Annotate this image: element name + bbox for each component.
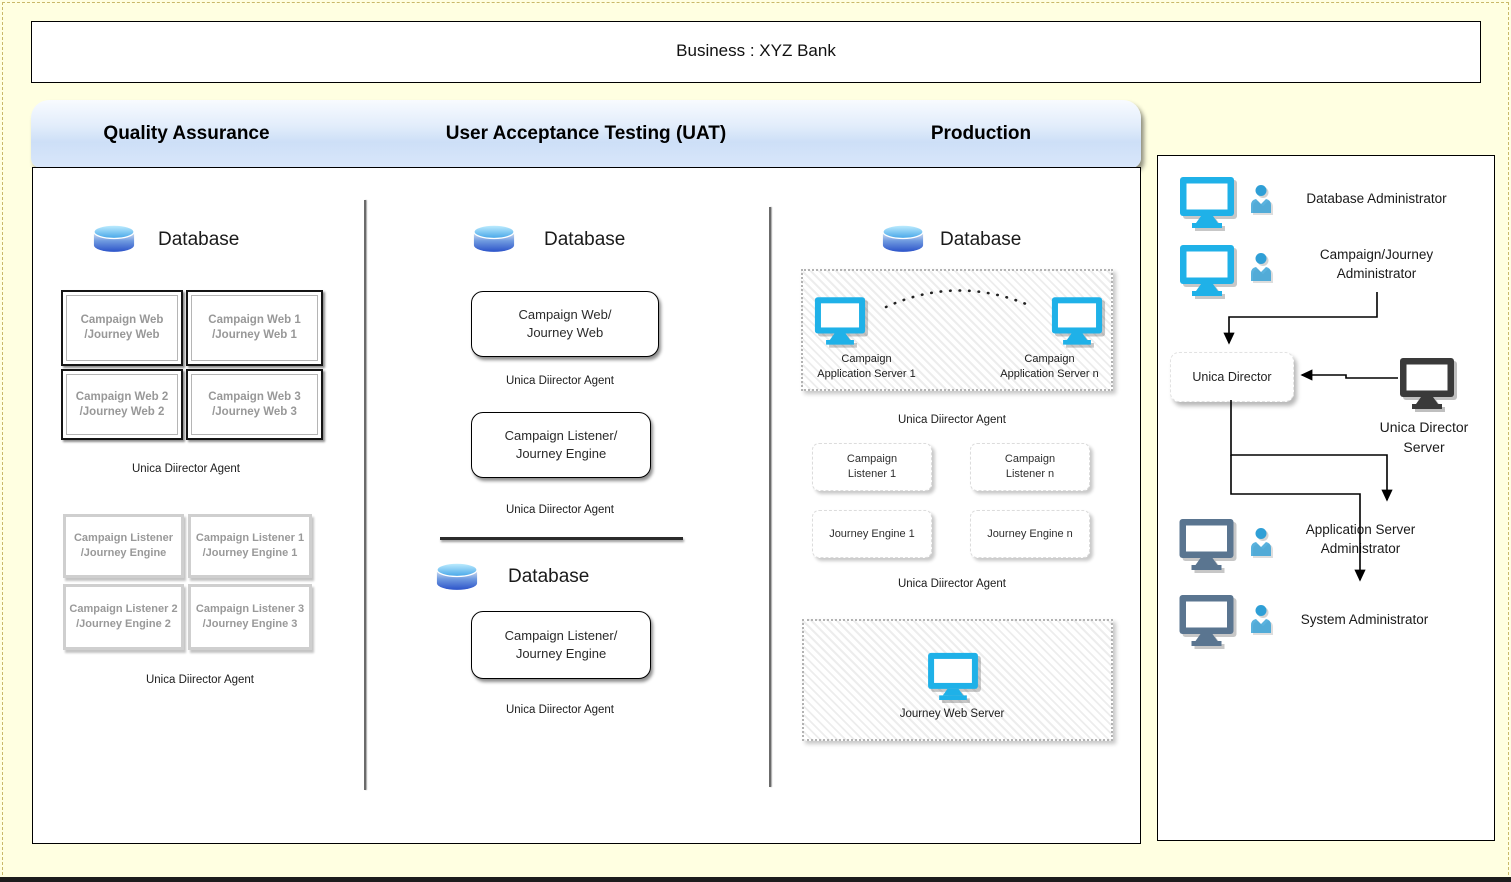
node-label: Campaign Listener 3 xyxy=(195,603,305,616)
uat-database-label: Database xyxy=(544,229,626,250)
node-label: Campaign Listener 1 xyxy=(195,532,305,545)
node-label: Campaign Web 2 xyxy=(75,390,169,403)
divider-uat-production xyxy=(769,207,771,787)
node-label: /Journey Engine 1 xyxy=(202,547,298,559)
node-label: Listener 1 xyxy=(847,468,897,480)
node-label: Campaign Web/ xyxy=(518,307,612,323)
node-campaign-web-journey-web[interactable]: Campaign Web /Journey Web xyxy=(61,290,183,366)
node-label: Unica Director xyxy=(1192,370,1272,384)
node-label: Campaign Listener/ xyxy=(504,628,618,644)
application-server-administrator-label: Application Server Administrator xyxy=(1278,521,1443,559)
person-icon xyxy=(1249,252,1273,282)
node-label: /Journey Web xyxy=(84,329,160,341)
node-label: /Journey Web 3 xyxy=(212,405,297,418)
monitor-icon xyxy=(927,652,979,700)
monitor-icon xyxy=(814,296,866,345)
tab-production[interactable]: Production xyxy=(930,123,1032,144)
node-label: Campaign Listener/ xyxy=(504,428,618,444)
node-journey-engine-1[interactable]: Journey Engine 1 xyxy=(812,510,932,558)
node-label: Campaign Listener xyxy=(73,532,174,545)
node-label: /Journey Engine xyxy=(80,547,167,559)
campaign-journey-administrator-label: Campaign/Journey Administrator xyxy=(1284,246,1469,284)
node-unica-director[interactable]: Unica Director xyxy=(1170,352,1294,402)
node-label: Campaign Web 1 xyxy=(208,314,301,327)
node-uat-campaign-web[interactable]: Campaign Web/ Journey Web xyxy=(471,291,659,357)
node-campaign-listener-1[interactable]: Campaign Listener 1 /Journey Engine 1 xyxy=(188,514,312,578)
node-label: Campaign Listener 2 xyxy=(69,603,178,616)
qa-agent-label-1: Unica Diirector Agent xyxy=(131,463,241,475)
node-campaign-listener-3[interactable]: Campaign Listener 3 /Journey Engine 3 xyxy=(188,584,312,650)
qa-agent-label-2: Unica Diirector Agent xyxy=(145,674,255,686)
monitor-icon xyxy=(1178,594,1235,646)
node-campaign-listener-n-prod[interactable]: Campaign Listener n xyxy=(970,443,1090,491)
qa-database-label: Database xyxy=(158,229,240,250)
node-campaign-listener-2[interactable]: Campaign Listener 2 /Journey Engine 2 xyxy=(63,584,184,650)
node-label: Application Server 1 xyxy=(817,367,916,380)
admin-label-line: Unica Director xyxy=(1379,419,1469,435)
admin-label-line: Campaign/Journey xyxy=(1319,247,1434,262)
unica-director-server-label: Unica Director Server xyxy=(1344,418,1504,457)
node-label: Journey Engine 1 xyxy=(829,527,915,540)
app-server-n-label: Campaign Application Server n xyxy=(977,352,1122,382)
monitor-icon xyxy=(1179,176,1235,228)
monitor-icon xyxy=(1179,244,1235,296)
node-label: /Journey Engine 3 xyxy=(202,618,298,630)
node-campaign-web-2[interactable]: Campaign Web 2 /Journey Web 2 xyxy=(61,369,183,440)
node-uat-campaign-listener-2[interactable]: Campaign Listener/ Journey Engine xyxy=(471,611,651,679)
node-label: Campaign xyxy=(1004,453,1056,466)
node-label: Listener n xyxy=(1005,468,1055,480)
database-administrator-label: Database Administrator xyxy=(1306,191,1447,206)
node-label: /Journey Engine 2 xyxy=(76,618,171,630)
uat-agent-label-3: Unica Diirector Agent xyxy=(505,704,615,716)
unica-director-server-monitor-icon xyxy=(1399,356,1455,410)
divider-qa-uat xyxy=(364,200,366,790)
environment-header-bar: Quality Assurance User Acceptance Testin… xyxy=(31,100,1141,168)
business-title: Business : XYZ Bank xyxy=(676,41,836,60)
node-campaign-web-1[interactable]: Campaign Web 1 /Journey Web 1 xyxy=(186,290,323,366)
person-icon xyxy=(1249,184,1273,214)
node-label: Journey Engine xyxy=(515,646,607,661)
node-label: Journey Web xyxy=(526,325,604,340)
node-label: /Journey Web 1 xyxy=(212,329,297,341)
monitor-icon xyxy=(1178,518,1235,570)
node-label: Campaign Web xyxy=(80,314,164,327)
uat-database-label-2: Database xyxy=(508,566,590,587)
node-journey-engine-n[interactable]: Journey Engine n xyxy=(970,510,1090,558)
admin-label-line: Administrator xyxy=(1336,265,1417,281)
node-label: Journey Engine xyxy=(515,446,607,461)
node-campaign-listener-1-prod[interactable]: Campaign Listener 1 xyxy=(812,443,932,491)
admin-label-line: Administrator xyxy=(1320,540,1401,556)
database-icon xyxy=(92,224,136,253)
uat-agent-label-2: Unica Diirector Agent xyxy=(505,504,615,516)
journey-web-server-label: Journey Web Server xyxy=(899,708,1005,720)
node-label: Campaign xyxy=(846,453,898,466)
tab-uat[interactable]: User Acceptance Testing (UAT) xyxy=(445,123,727,144)
database-icon xyxy=(472,224,516,253)
prod-agent-label-2: Unica Diirector Agent xyxy=(897,578,1007,590)
node-label: Journey Engine n xyxy=(987,527,1073,540)
node-uat-campaign-listener[interactable]: Campaign Listener/ Journey Engine xyxy=(471,412,651,478)
node-label: /Journey Web 2 xyxy=(79,405,165,418)
uat-section-divider xyxy=(440,537,683,540)
monitor-icon xyxy=(1051,296,1103,345)
node-campaign-web-3[interactable]: Campaign Web 3 /Journey Web 3 xyxy=(186,369,323,440)
node-label: Campaign xyxy=(841,353,892,365)
node-label: Campaign Web 3 xyxy=(208,390,301,403)
system-administrator-label: System Administrator xyxy=(1300,612,1429,627)
prod-database-label: Database xyxy=(940,229,1022,250)
node-label: Campaign xyxy=(1024,353,1075,365)
tab-quality-assurance[interactable]: Quality Assurance xyxy=(103,123,270,144)
database-icon xyxy=(435,562,479,591)
business-title-box: Business : XYZ Bank xyxy=(31,21,1481,83)
prod-agent-label-1: Unica Diirector Agent xyxy=(897,414,1007,426)
admin-label-line: Server xyxy=(1403,438,1445,455)
app-server-1-label: Campaign Application Server 1 xyxy=(794,352,939,382)
uat-agent-label-1: Unica Diirector Agent xyxy=(505,375,615,387)
node-campaign-listener-journey-engine[interactable]: Campaign Listener /Journey Engine xyxy=(63,514,184,578)
database-icon xyxy=(881,224,925,253)
person-icon xyxy=(1249,604,1273,634)
person-icon xyxy=(1249,527,1273,557)
node-label: Application Server n xyxy=(1000,367,1099,380)
admin-label-line: Application Server xyxy=(1305,522,1416,537)
